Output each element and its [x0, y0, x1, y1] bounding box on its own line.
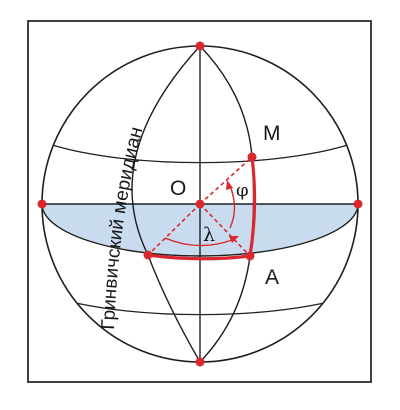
center-dot [195, 199, 205, 209]
point-a-dot [245, 251, 255, 261]
radius-oa [199, 203, 251, 257]
phi-arrowhead [226, 180, 233, 190]
latitude-arc [248, 155, 257, 258]
phi-angle-arc [229, 185, 236, 229]
greenwich-meridian [131, 45, 201, 363]
center-label: O [170, 177, 186, 200]
radius-om [199, 156, 253, 205]
longitude-label: λ [203, 224, 215, 246]
point-a-label: A [265, 266, 279, 289]
latitude-label: φ [236, 180, 249, 201]
pole-south-dot [195, 357, 205, 367]
point-m-dot [247, 152, 257, 162]
greenwich-equator-dot [143, 250, 153, 260]
radius-og [147, 203, 201, 256]
equator-west-dot [37, 199, 47, 209]
frame [27, 20, 372, 383]
point-m-label: M [263, 122, 281, 145]
lambda-arrowhead [229, 236, 239, 243]
longitude-arc [146, 253, 252, 261]
pole-north-dot [195, 41, 205, 51]
lambda-angle-arc [164, 237, 233, 247]
equator-east-dot [353, 199, 363, 209]
